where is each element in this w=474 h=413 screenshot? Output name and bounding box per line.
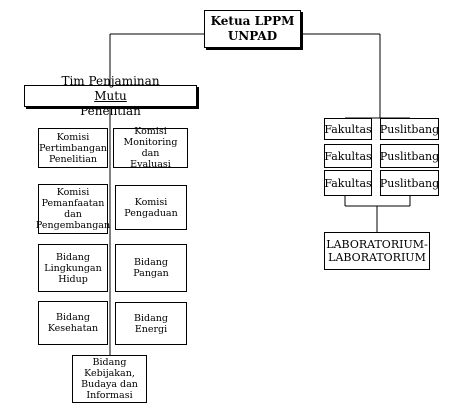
fakultas-box-1: Fakultas [324,118,372,140]
puslitbang-label-3: Puslitbang [379,176,440,190]
puslitbang-box-3: Puslitbang [380,170,439,196]
tpm-prefix: Tim Penjaminan [61,73,160,88]
bidang-energi-label: Bidang Energi [134,312,168,335]
fakultas-label-3: Fakultas [324,176,372,190]
komisi-pengaduan-label: Komisi Pengaduan [124,196,178,219]
bidang-energi-box: Bidang Energi [115,302,187,345]
bidang-kesehatan-box: Bidang Kesehatan [38,301,108,345]
komisi-monitoring-label: Komisi Monitoring dan Evaluasi [123,126,178,170]
puslitbang-box-2: Puslitbang [380,144,439,168]
fakultas-label-2: Fakultas [324,149,372,163]
bidang-pangan-label: Bidang Pangan [133,257,169,279]
bidang-pangan-box: Bidang Pangan [115,244,187,292]
komisi-pemanfaatan-label: Komisi Pemanfaatan dan Pengembangan [35,187,111,231]
tpm-suffix: Penelitian [80,103,141,118]
bidang-lingkungan-label: Bidang Lingkungan Hidup [44,251,102,285]
tim-penjaminan-mutu-box: Tim Penjaminan Mutu Penelitian [24,74,197,118]
fakultas-label-1: Fakultas [324,122,372,136]
tpm-underlined: Mutu [94,88,127,103]
laboratorium-label: LABORATORIUM- LABORATORIUM [326,238,428,264]
laboratorium-box: LABORATORIUM- LABORATORIUM [324,232,430,270]
ketua-line2: UNPAD [227,29,278,43]
puslitbang-label-1: Puslitbang [379,122,440,136]
komisi-pertimbangan-label: Komisi Pertimbangan Penelitian [39,131,107,165]
ketua-line1: Ketua LPPM [210,14,295,28]
puslitbang-label-2: Puslitbang [379,149,440,163]
bidang-kebijakan-label: Bidang Kebijakan, Budaya dan Informasi [81,357,138,401]
fakultas-box-3: Fakultas [324,170,372,196]
bidang-kesehatan-label: Bidang Kesehatan [47,312,99,334]
komisi-pertimbangan-box: Komisi Pertimbangan Penelitian [38,128,108,168]
bidang-lingkungan-box: Bidang Lingkungan Hidup [38,244,108,292]
komisi-monitoring-box: Komisi Monitoring dan Evaluasi [113,126,188,170]
bidang-kebijakan-box: Bidang Kebijakan, Budaya dan Informasi [72,355,147,403]
komisi-pengaduan-box: Komisi Pengaduan [115,185,187,230]
komisi-pemanfaatan-box: Komisi Pemanfaatan dan Pengembangan [35,184,111,234]
puslitbang-box-1: Puslitbang [380,118,439,140]
fakultas-box-2: Fakultas [324,144,372,168]
